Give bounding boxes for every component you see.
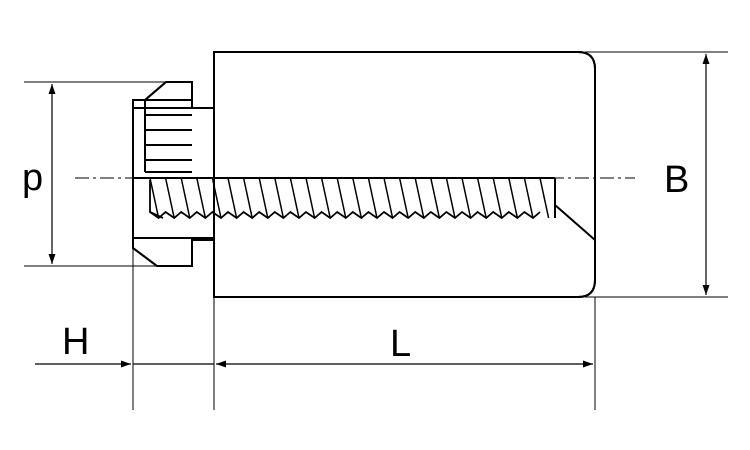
thread-root-line: [492, 177, 503, 219]
thread-root-line: [196, 177, 207, 219]
thread-root-line: [227, 177, 238, 219]
thread-root-line: [430, 177, 441, 219]
thread-root-line: [305, 177, 316, 219]
thread-root-line: [414, 177, 425, 219]
label-h: H: [62, 321, 89, 363]
thread-root-line: [149, 177, 160, 219]
thread-root-line: [164, 177, 175, 219]
thread-root-line: [398, 177, 409, 219]
thread-root-line: [180, 177, 191, 219]
spacer-outline: [214, 51, 596, 298]
thread-root-line: [289, 177, 300, 219]
thread-root-line: [539, 177, 550, 219]
thread-root-line: [258, 177, 269, 219]
label-b: B: [664, 159, 689, 201]
thread-root-line: [523, 177, 534, 219]
label-l: L: [390, 323, 411, 365]
thread-root-line: [336, 177, 347, 219]
label-p: p: [22, 157, 43, 199]
thread-root-line: [352, 177, 363, 219]
knurl-lines: [145, 99, 192, 173]
thread-root-line: [461, 177, 472, 219]
extension-lines: [24, 51, 728, 410]
thread-root-line: [508, 177, 519, 219]
thread-root-line: [211, 177, 222, 219]
thread-root-line: [367, 177, 378, 219]
thread-root-lines: [149, 177, 550, 219]
thread-root-line: [320, 177, 331, 219]
thread-root-line: [476, 177, 487, 219]
thread-root-line: [383, 177, 394, 219]
thread-root-line: [445, 177, 456, 219]
thread-root-line: [242, 177, 253, 219]
thread-root-line: [274, 177, 285, 219]
spacer-body: [132, 51, 596, 298]
